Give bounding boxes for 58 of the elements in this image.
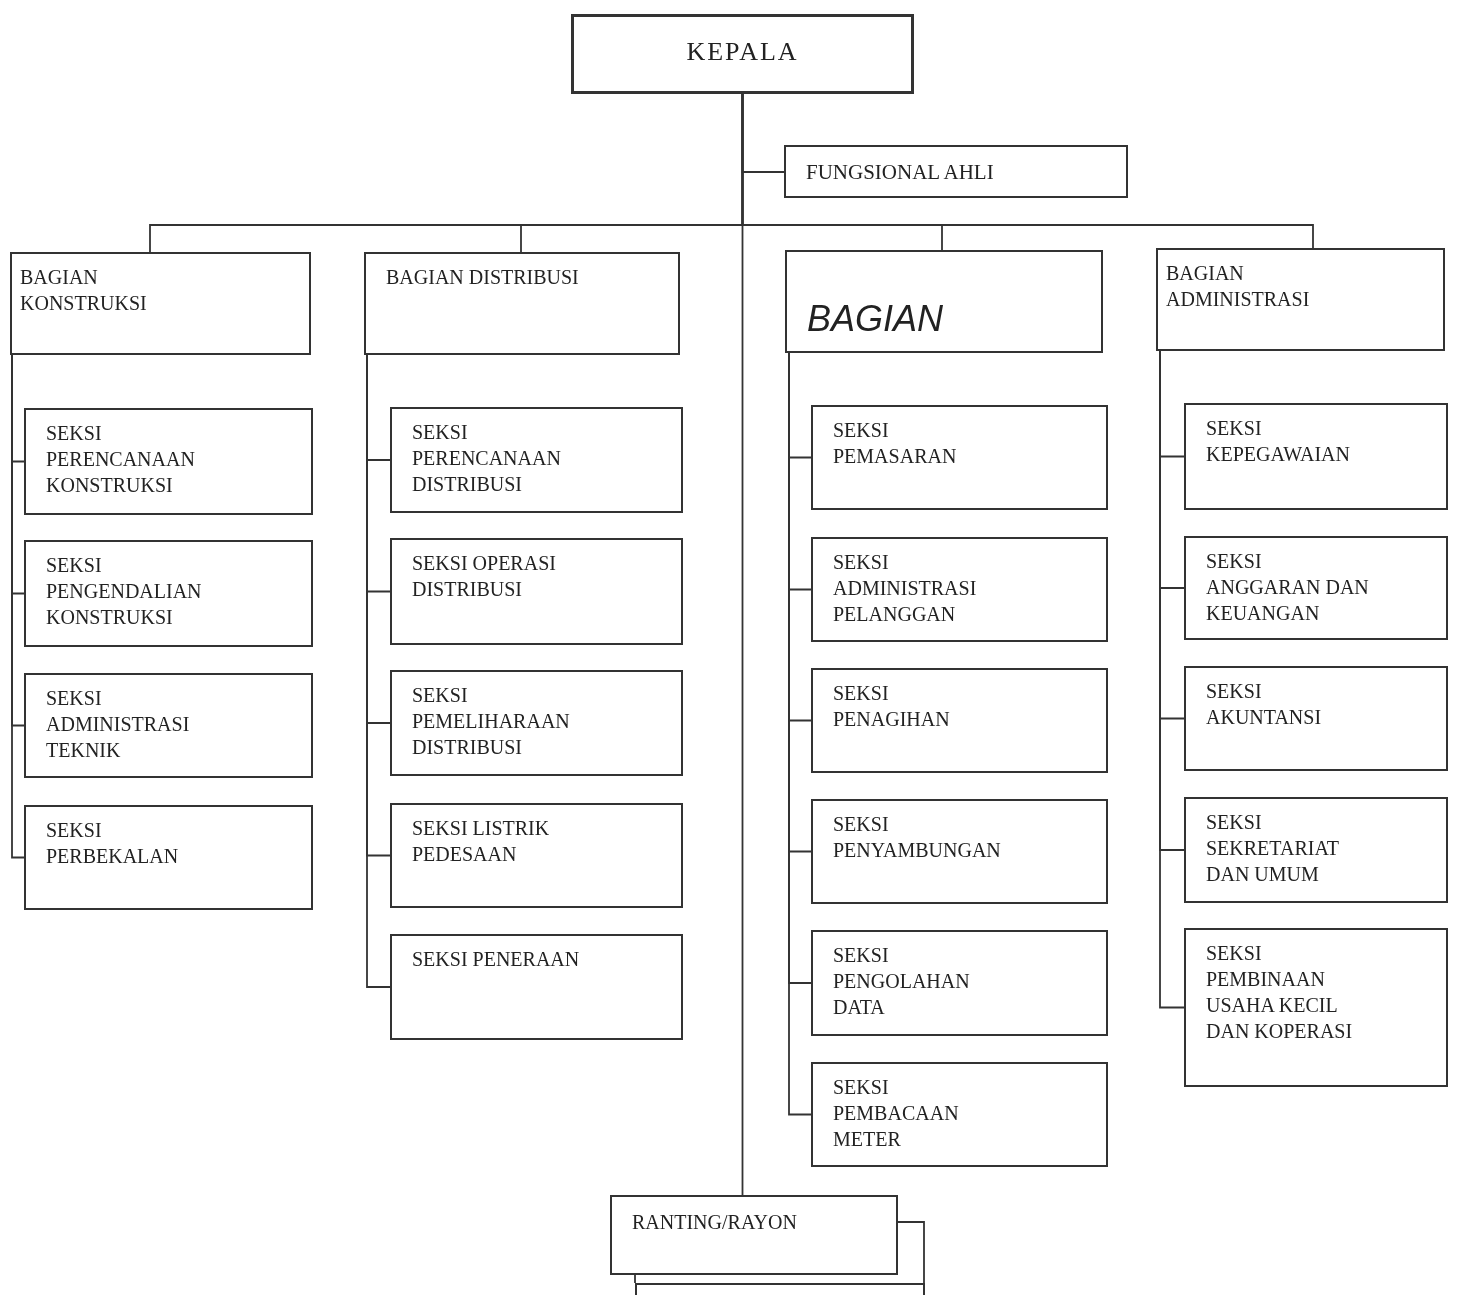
box-label: BAGIAN: [807, 297, 944, 341]
staff-box: [784, 145, 1128, 198]
box-label: SEKSI LISTRIK PEDESAAN: [412, 816, 551, 867]
section-box: [635, 1283, 925, 1295]
box-label: BAGIAN ADMINISTRASI: [1166, 261, 1311, 312]
connector-line: [634, 1274, 636, 1284]
box-label: SEKSI PEMELIHARAAN DISTRIBUSI: [412, 683, 571, 760]
box-label: FUNGSIONAL AHLI: [806, 159, 994, 186]
department-box: [1156, 248, 1445, 351]
section-box: [390, 538, 683, 645]
box-label: SEKSI ADMINISTRASI PELANGGAN: [833, 550, 978, 627]
box-label: SEKSI PEMBINAAN USAHA KECIL DAN KOPERASI: [1206, 941, 1354, 1044]
section-box: [24, 805, 313, 910]
section-box: [390, 803, 683, 908]
department-box: [785, 250, 1103, 353]
box-label: SEKSI PENAGIHAN: [833, 681, 951, 732]
section-box: [811, 930, 1108, 1036]
section-box: [1184, 666, 1448, 771]
section-box: [24, 673, 313, 778]
box-label: SEKSI PEMASARAN: [833, 418, 958, 469]
box-label: SEKSI PENYAMBUNGAN: [833, 812, 1002, 863]
box-label: SEKSI AKUNTANSI: [1206, 679, 1323, 730]
branch-box: [610, 1195, 898, 1275]
section-box: [1184, 403, 1448, 510]
section-box: [811, 1062, 1108, 1167]
box-label: SEKSI SEKRETARIAT DAN UMUM: [1206, 810, 1340, 887]
box-label: SEKSI ANGGARAN DAN KEUANGAN: [1206, 549, 1370, 626]
section-box: [390, 934, 683, 1040]
box-label: SEKSI OPERASI DISTRIBUSI: [412, 551, 557, 602]
connector-line: [741, 93, 744, 1196]
box-label: SEKSI PERENCANAAN KONSTRUKSI: [46, 421, 196, 498]
box-label: SEKSI PERBEKALAN: [46, 818, 180, 869]
section-box: [390, 407, 683, 513]
connector-line: [897, 1221, 925, 1284]
section-box: [390, 670, 683, 776]
box-label: BAGIAN KONSTRUKSI: [20, 265, 148, 316]
section-box: [811, 537, 1108, 642]
box-label: SEKSI ADMINISTRASI TEKNIK: [46, 686, 191, 763]
box-label: SEKSI PERENCANAAN DISTRIBUSI: [412, 420, 562, 497]
department-box: [10, 252, 311, 355]
department-box: [364, 252, 680, 355]
box-label: SEKSI PENERAAN: [412, 947, 580, 972]
section-box: [24, 540, 313, 647]
section-box: [811, 668, 1108, 773]
box-label: BAGIAN DISTRIBUSI: [386, 265, 579, 290]
section-box: [1184, 928, 1448, 1087]
box-label: KEPALA: [685, 36, 800, 68]
section-box: [24, 408, 313, 515]
section-box: [811, 799, 1108, 904]
section-box: [1184, 797, 1448, 903]
box-label: SEKSI KEPEGAWAIAN: [1206, 416, 1351, 467]
section-box: [1184, 536, 1448, 640]
head-box: [571, 14, 914, 94]
box-label: RANTING/RAYON: [632, 1210, 797, 1235]
box-label: SEKSI PEMBACAAN METER: [833, 1075, 960, 1152]
section-box: [811, 405, 1108, 510]
box-label: SEKSI PENGOLAHAN DATA: [833, 943, 971, 1020]
box-label: SEKSI PENGENDALIAN KONSTRUKSI: [46, 553, 203, 630]
